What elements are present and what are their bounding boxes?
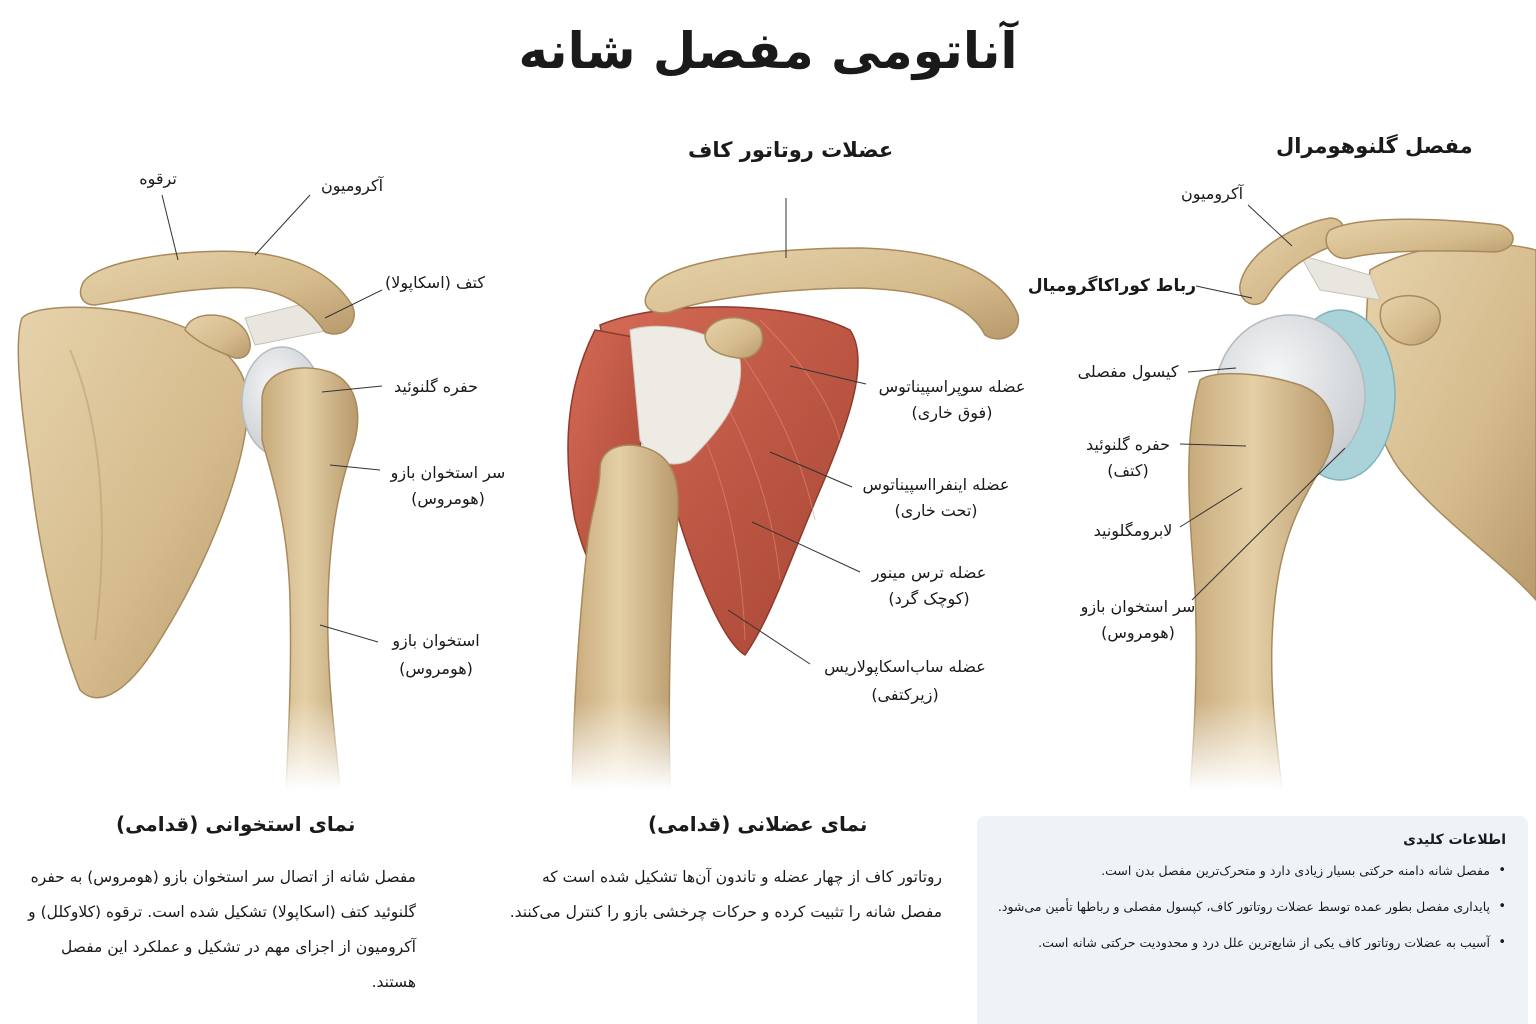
key-info-item: مفصل شانه دامنه حرکتی بسیار زیادی دارد و… (999, 862, 1506, 880)
label-infraspinatus: عضله اینفرااسپیناتوس (862, 475, 1010, 494)
label-clavicle: ترقوه (139, 169, 177, 188)
rotator-cuff-title: عضلات روتاتور کاف (688, 138, 894, 162)
label-capsule: کیسول مفصلی (1077, 362, 1179, 381)
label-joint-head-sub: (هومروس) (1101, 623, 1175, 642)
label-humeral-head-sub: (هومروس) (411, 489, 485, 508)
label-coracoacromial: رباط کوراکاگرومیال (1027, 276, 1196, 296)
label-subscapularis: عضله ساب‌اسکاپولاریس (824, 657, 986, 676)
label-acromion: آکرومیون (320, 176, 384, 195)
label-joint-glenoid-sub: (کتف) (1107, 461, 1149, 480)
bone-view-illustration (0, 194, 420, 790)
label-joint-glenoid: حفره گلنوئید (1086, 435, 1170, 454)
label-joint-acromion: آکرومیون (1180, 184, 1244, 203)
key-info-list: مفصل شانه دامنه حرکتی بسیار زیادی دارد و… (998, 862, 1506, 952)
page-title: آناتومی مفصل شانه (518, 22, 1018, 80)
label-supraspinatus: عضله سوپراسپیناتوس (878, 377, 1026, 396)
muscle-view-caption: نمای عضلانی (قدامی) (648, 812, 868, 836)
label-humeral-head: سر استخوان بازو (390, 463, 506, 482)
label-joint-head: سر استخوان بازو (1080, 597, 1196, 616)
bone-desc-line-1: مفصل شانه از اتصال سر استخوان بازو (هومر… (30, 868, 416, 886)
key-info-item: پایداری مفصل بطور عمده توسط عضلات روتاتو… (998, 898, 1506, 916)
anatomy-illustrations (0, 194, 1536, 790)
muscle-view-description: روتاتور کاف از چهار عضله و تاندون آن‌ها … (508, 860, 942, 930)
muscle-desc-line-2: مفصل شانه را تثبیت کرده و حرکات چرخشی با… (509, 903, 942, 921)
muscle-desc-line-1: روتاتور کاف از چهار عضله و تاندون آن‌ها … (541, 868, 942, 886)
label-teres-minor-sub: (کوچک گرد) (888, 589, 970, 608)
glenohumeral-title: مفصل گلنوهومرال (1276, 134, 1473, 158)
label-teres-minor: عضله ترس مینور (871, 563, 987, 582)
bone-view-caption: نمای استخوانی (قدامی) (116, 812, 356, 836)
label-subscapularis-sub: (زیرکتفی) (871, 685, 939, 704)
label-infraspinatus-sub: (تحت خاری) (894, 501, 978, 520)
label-glenoid: حفره گلنوئید (394, 377, 478, 396)
label-labrum: لابرومگلونید (1093, 521, 1173, 540)
bone-desc-line-3: آکرومیون از اجزای مهم در تشکیل و عملکرد … (61, 938, 416, 991)
bone-desc-line-2: گلنوئید کتف (اسکاپولا) تشکیل شده است. تر… (28, 903, 416, 921)
muscle-view-illustration (540, 198, 1020, 790)
key-info-title: اطلاعات کلیدی (1403, 832, 1506, 848)
label-scapula: کتف (اسکاپولا) (385, 273, 485, 292)
joint-view-illustration (1060, 204, 1536, 790)
label-humerus: استخوان بازو (392, 631, 480, 650)
label-supraspinatus-sub: (فوق خاری) (911, 403, 993, 422)
label-humerus-sub: (هومروس) (399, 659, 473, 678)
key-info-item: آسیب به عضلات روتاتور کاف یکی از شایع‌تر… (999, 934, 1506, 952)
bone-view-description: مفصل شانه از اتصال سر استخوان بازو (هومر… (14, 860, 416, 1000)
key-info-box: اطلاعات کلیدی مفصل شانه دامنه حرکتی بسیا… (977, 816, 1528, 1024)
